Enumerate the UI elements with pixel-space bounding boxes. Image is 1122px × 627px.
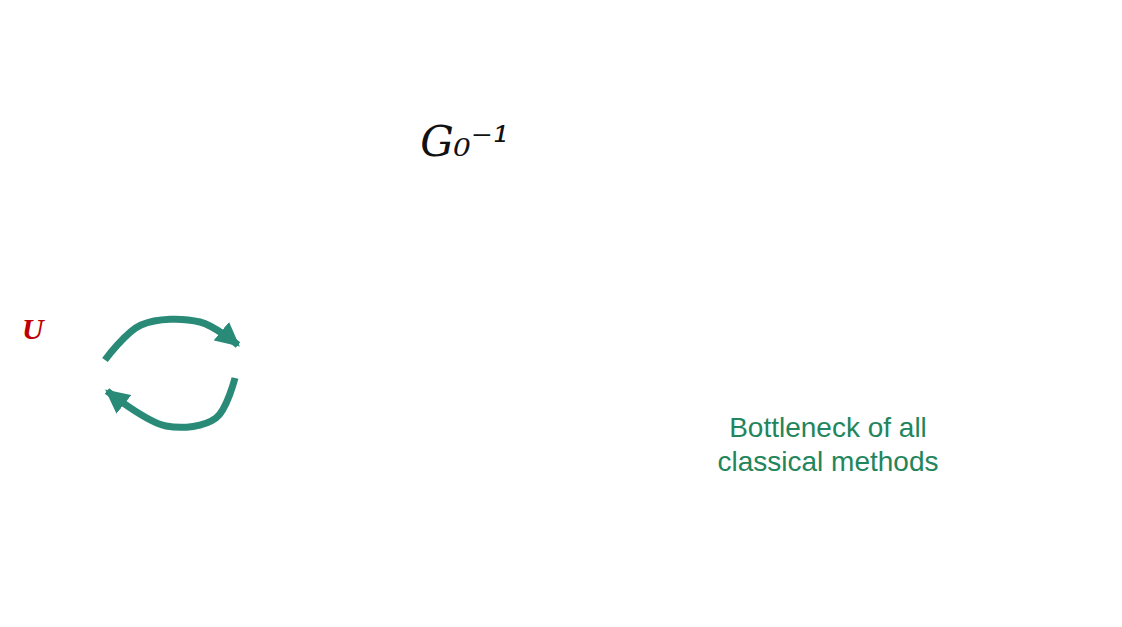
speech-bubble: Bottleneck of all classical methods <box>624 381 1032 509</box>
math-label: G₀⁻¹ <box>420 117 509 167</box>
bubble-outline <box>624 381 1032 509</box>
bath-cloud: G₀⁻¹ <box>140 2 745 624</box>
callout-text: Bottleneck of all classical methods <box>693 411 963 478</box>
spin-down-head <box>74 386 88 401</box>
cloud-path <box>155 22 737 614</box>
spin-up-arrow <box>66 355 71 400</box>
interaction-arc <box>53 330 91 345</box>
bubble-tail-joint <box>688 490 760 560</box>
hybridization-arrow <box>105 319 238 360</box>
bubble-tail <box>688 490 760 560</box>
site-circle <box>54 351 96 393</box>
cloud-outline <box>140 2 745 624</box>
spin-down-arrow <box>79 345 84 389</box>
spin-up-head <box>61 343 75 358</box>
interaction-label: U <box>22 311 44 347</box>
hybridization-arrow <box>107 378 235 427</box>
bubble-body <box>626 383 1029 507</box>
impurity-site: U <box>15 305 105 415</box>
